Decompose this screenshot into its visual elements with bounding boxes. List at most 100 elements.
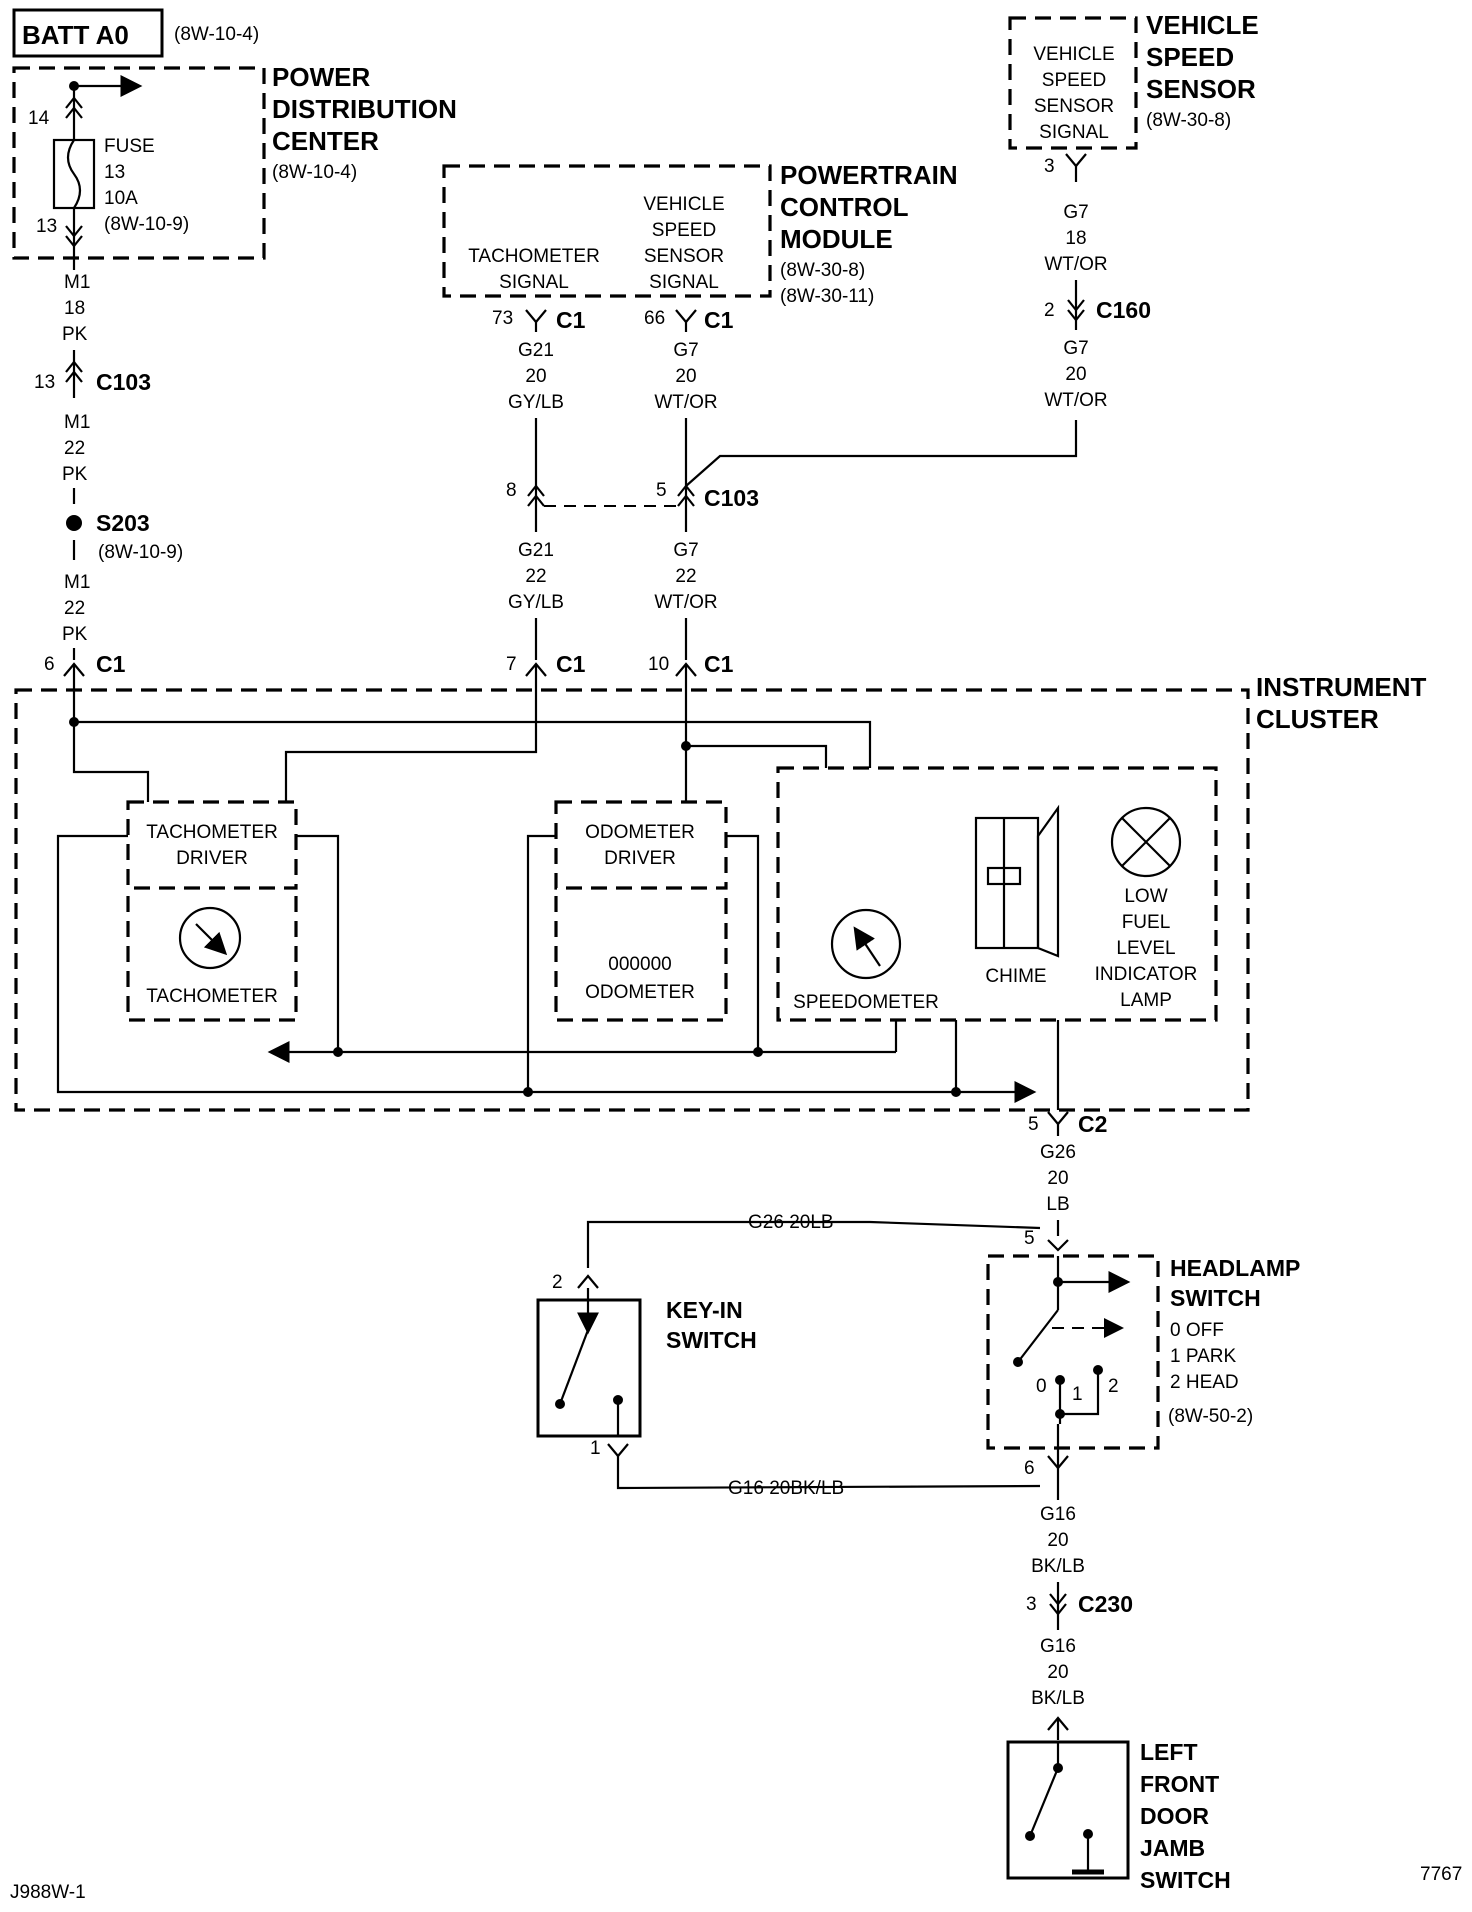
svg-text:C1: C1 bbox=[96, 651, 126, 677]
svg-text:S203: S203 bbox=[96, 510, 150, 536]
svg-text:SENSOR: SENSOR bbox=[1146, 74, 1256, 104]
svg-text:FUEL: FUEL bbox=[1122, 912, 1171, 933]
figure-id: J988W-1 bbox=[10, 1882, 86, 1903]
svg-text:WT/OR: WT/OR bbox=[654, 392, 717, 413]
svg-text:13: 13 bbox=[104, 162, 125, 183]
svg-text:7: 7 bbox=[506, 654, 517, 675]
svg-text:FUSE: FUSE bbox=[104, 136, 155, 157]
svg-text:G16: G16 bbox=[1040, 1504, 1076, 1525]
svg-text:6: 6 bbox=[44, 654, 55, 675]
svg-text:SPEED: SPEED bbox=[1146, 42, 1234, 72]
svg-text:20: 20 bbox=[1047, 1168, 1068, 1189]
headlamp-switch: 0 1 2 HEADLAMP SWITCH 0 OFF 1 PARK 2 HEA… bbox=[986, 1254, 1300, 1500]
svg-text:G21: G21 bbox=[518, 540, 554, 561]
svg-text:G7: G7 bbox=[673, 340, 698, 361]
svg-text:SWITCH: SWITCH bbox=[1140, 1867, 1231, 1893]
svg-text:G16: G16 bbox=[1040, 1636, 1076, 1657]
svg-text:WT/OR: WT/OR bbox=[1044, 390, 1107, 411]
svg-text:PK: PK bbox=[62, 464, 88, 485]
svg-text:CONTROL: CONTROL bbox=[780, 192, 909, 222]
svg-text:BK/LB: BK/LB bbox=[1031, 1556, 1085, 1577]
svg-text:20: 20 bbox=[1065, 364, 1086, 385]
svg-text:POWER: POWER bbox=[272, 62, 370, 92]
svg-text:(8W-30-11): (8W-30-11) bbox=[780, 286, 874, 307]
svg-text:M1: M1 bbox=[64, 412, 90, 433]
m1-feed-wire: M1 18 PK 13 C103 M1 22 PK S203 (8W-10-9)… bbox=[34, 258, 183, 690]
svg-text:5: 5 bbox=[1024, 1228, 1035, 1249]
svg-text:MODULE: MODULE bbox=[780, 224, 893, 254]
svg-text:FRONT: FRONT bbox=[1140, 1771, 1219, 1797]
svg-text:LEVEL: LEVEL bbox=[1116, 938, 1175, 959]
svg-text:SIGNAL: SIGNAL bbox=[499, 272, 569, 293]
svg-text:DRIVER: DRIVER bbox=[176, 848, 248, 869]
svg-text:SENSOR: SENSOR bbox=[1034, 96, 1114, 117]
svg-text:CLUSTER: CLUSTER bbox=[1256, 704, 1379, 734]
g16-wire: G16 20 BK/LB 3 C230 G16 20 BK/LB bbox=[1026, 1504, 1133, 1740]
svg-text:(8W-30-8): (8W-30-8) bbox=[1146, 110, 1231, 131]
svg-text:INDICATOR: INDICATOR bbox=[1095, 964, 1198, 985]
svg-text:22: 22 bbox=[525, 566, 546, 587]
svg-text:SIGNAL: SIGNAL bbox=[1039, 122, 1109, 143]
svg-text:LOW: LOW bbox=[1124, 886, 1167, 907]
svg-text:DOOR: DOOR bbox=[1140, 1803, 1209, 1829]
svg-text:C1: C1 bbox=[704, 651, 734, 677]
svg-text:SENSOR: SENSOR bbox=[644, 246, 724, 267]
svg-text:C1: C1 bbox=[704, 307, 734, 333]
svg-text:VEHICLE: VEHICLE bbox=[1033, 44, 1114, 65]
svg-text:(8W-30-8): (8W-30-8) bbox=[780, 260, 865, 281]
svg-text:G21: G21 bbox=[518, 340, 554, 361]
svg-text:SWITCH: SWITCH bbox=[1170, 1285, 1261, 1311]
svg-text:G7: G7 bbox=[673, 540, 698, 561]
svg-text:M1: M1 bbox=[64, 272, 90, 293]
svg-text:3: 3 bbox=[1044, 156, 1055, 177]
svg-text:DRIVER: DRIVER bbox=[604, 848, 676, 869]
svg-text:18: 18 bbox=[1065, 228, 1086, 249]
svg-text:DISTRIBUTION: DISTRIBUTION bbox=[272, 94, 457, 124]
power-distribution-center: POWER DISTRIBUTION CENTER (8W-10-4) 14 F… bbox=[12, 62, 457, 260]
g7-wire-middle: G7 20 WT/OR 5 C103 G7 22 WT/OR 10 C1 bbox=[544, 340, 1078, 690]
tachometer-gauge-icon bbox=[178, 906, 242, 970]
svg-text:LEFT: LEFT bbox=[1140, 1739, 1198, 1765]
svg-text:VEHICLE: VEHICLE bbox=[643, 194, 724, 215]
instrument-cluster: INSTRUMENT CLUSTER TACHOMETER DRIVER TAC… bbox=[14, 672, 1427, 1137]
svg-text:HEADLAMP: HEADLAMP bbox=[1170, 1255, 1300, 1281]
svg-text:GY/LB: GY/LB bbox=[508, 392, 564, 413]
svg-text:VEHICLE: VEHICLE bbox=[1146, 10, 1259, 40]
svg-text:1 PARK: 1 PARK bbox=[1170, 1346, 1237, 1367]
g26-wire: G26 20 LB G26 20LB 5 bbox=[586, 1142, 1076, 1268]
vehicle-speed-sensor: VEHICLE SPEED SENSOR (8W-30-8) VEHICLE S… bbox=[1008, 10, 1259, 411]
svg-text:BK/LB: BK/LB bbox=[1031, 1688, 1085, 1709]
svg-text:20: 20 bbox=[1047, 1530, 1068, 1551]
svg-text:SIGNAL: SIGNAL bbox=[649, 272, 719, 293]
svg-text:(8W-10-4): (8W-10-4) bbox=[272, 162, 357, 183]
svg-text:1: 1 bbox=[1072, 1384, 1083, 1405]
chime-icon bbox=[974, 804, 1060, 958]
lamp-icon bbox=[1110, 806, 1182, 878]
svg-text:0 OFF: 0 OFF bbox=[1170, 1320, 1224, 1341]
figure-number: 7767 bbox=[1420, 1864, 1462, 1885]
key-in-switch: 2 KEY-IN SWITCH 1 G16 20BK/LB bbox=[536, 1272, 1041, 1499]
svg-text:20: 20 bbox=[675, 366, 696, 387]
svg-text:3: 3 bbox=[1026, 1594, 1037, 1615]
svg-text:TACHOMETER: TACHOMETER bbox=[146, 986, 278, 1007]
svg-text:22: 22 bbox=[64, 598, 85, 619]
svg-text:6: 6 bbox=[1024, 1458, 1035, 1479]
svg-text:1: 1 bbox=[590, 1438, 601, 1459]
door-jamb-switch: LEFT FRONT DOOR JAMB SWITCH bbox=[1006, 1739, 1231, 1893]
svg-text:ODOMETER: ODOMETER bbox=[585, 822, 695, 843]
svg-text:SWITCH: SWITCH bbox=[666, 1327, 757, 1353]
svg-text:G7: G7 bbox=[1063, 202, 1088, 223]
svg-text:KEY-IN: KEY-IN bbox=[666, 1297, 743, 1323]
svg-text:13: 13 bbox=[36, 216, 57, 237]
svg-text:2: 2 bbox=[552, 1272, 563, 1293]
svg-text:5: 5 bbox=[656, 480, 667, 501]
svg-text:2: 2 bbox=[1044, 300, 1055, 321]
svg-text:PK: PK bbox=[62, 324, 88, 345]
batt-a0-box: BATT A0 (8W-10-4) bbox=[12, 8, 259, 58]
svg-text:C2: C2 bbox=[1078, 1111, 1107, 1137]
svg-text:10A: 10A bbox=[104, 188, 138, 209]
svg-text:2 HEAD: 2 HEAD bbox=[1170, 1372, 1239, 1393]
svg-text:20: 20 bbox=[525, 366, 546, 387]
svg-text:CENTER: CENTER bbox=[272, 126, 379, 156]
svg-text:G16 20BK/LB: G16 20BK/LB bbox=[728, 1478, 844, 1499]
